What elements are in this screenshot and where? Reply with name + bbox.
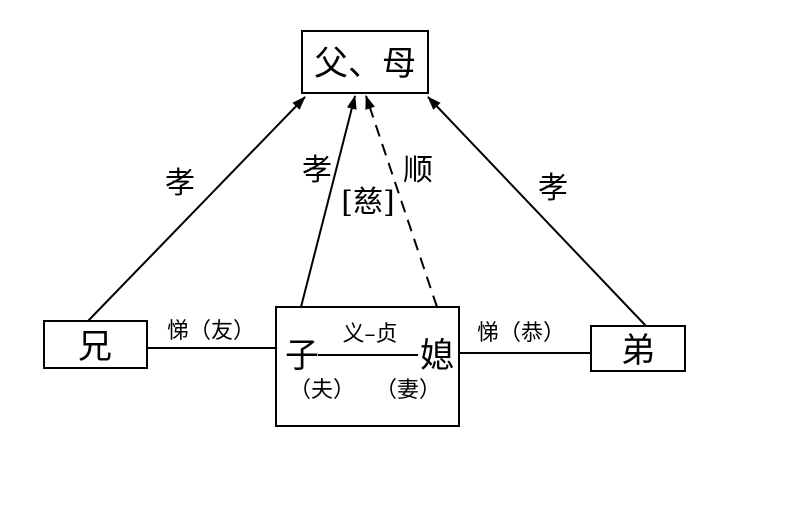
daughter-in-law-to-parents-arrow [365, 95, 438, 308]
parents-box [301, 30, 429, 94]
elder-fraternal-label: 悌（友） [167, 319, 255, 344]
younger-filial-label: 孝 [538, 171, 568, 206]
elder-filial-label: 孝 [165, 166, 195, 201]
son-to-parents-arrow [300, 95, 357, 308]
wife-note: （妻） [375, 378, 441, 403]
younger-fraternal-label: 悌（恭） [477, 321, 565, 346]
elder-brother-label: 兄 [78, 327, 112, 367]
obedience-label: 顺 [403, 153, 433, 188]
younger-brother-box [590, 325, 686, 372]
elder-to-parents-arrow [87, 96, 306, 322]
couple-bond-label: 义–贞 [342, 322, 397, 347]
parental-kindness-label: [慈] [341, 185, 394, 220]
son-filial-label: 孝 [302, 153, 332, 188]
couple-box [275, 306, 460, 427]
parents-label: 父、母 [314, 44, 416, 84]
younger-brother-label: 弟 [621, 331, 655, 371]
son-label: 子 [285, 336, 319, 376]
daughter-in-law-label: 媳 [420, 336, 454, 376]
husband-note: （夫） [289, 378, 355, 403]
younger-to-parents-arrow [427, 96, 647, 327]
elder-brother-box [43, 320, 148, 369]
